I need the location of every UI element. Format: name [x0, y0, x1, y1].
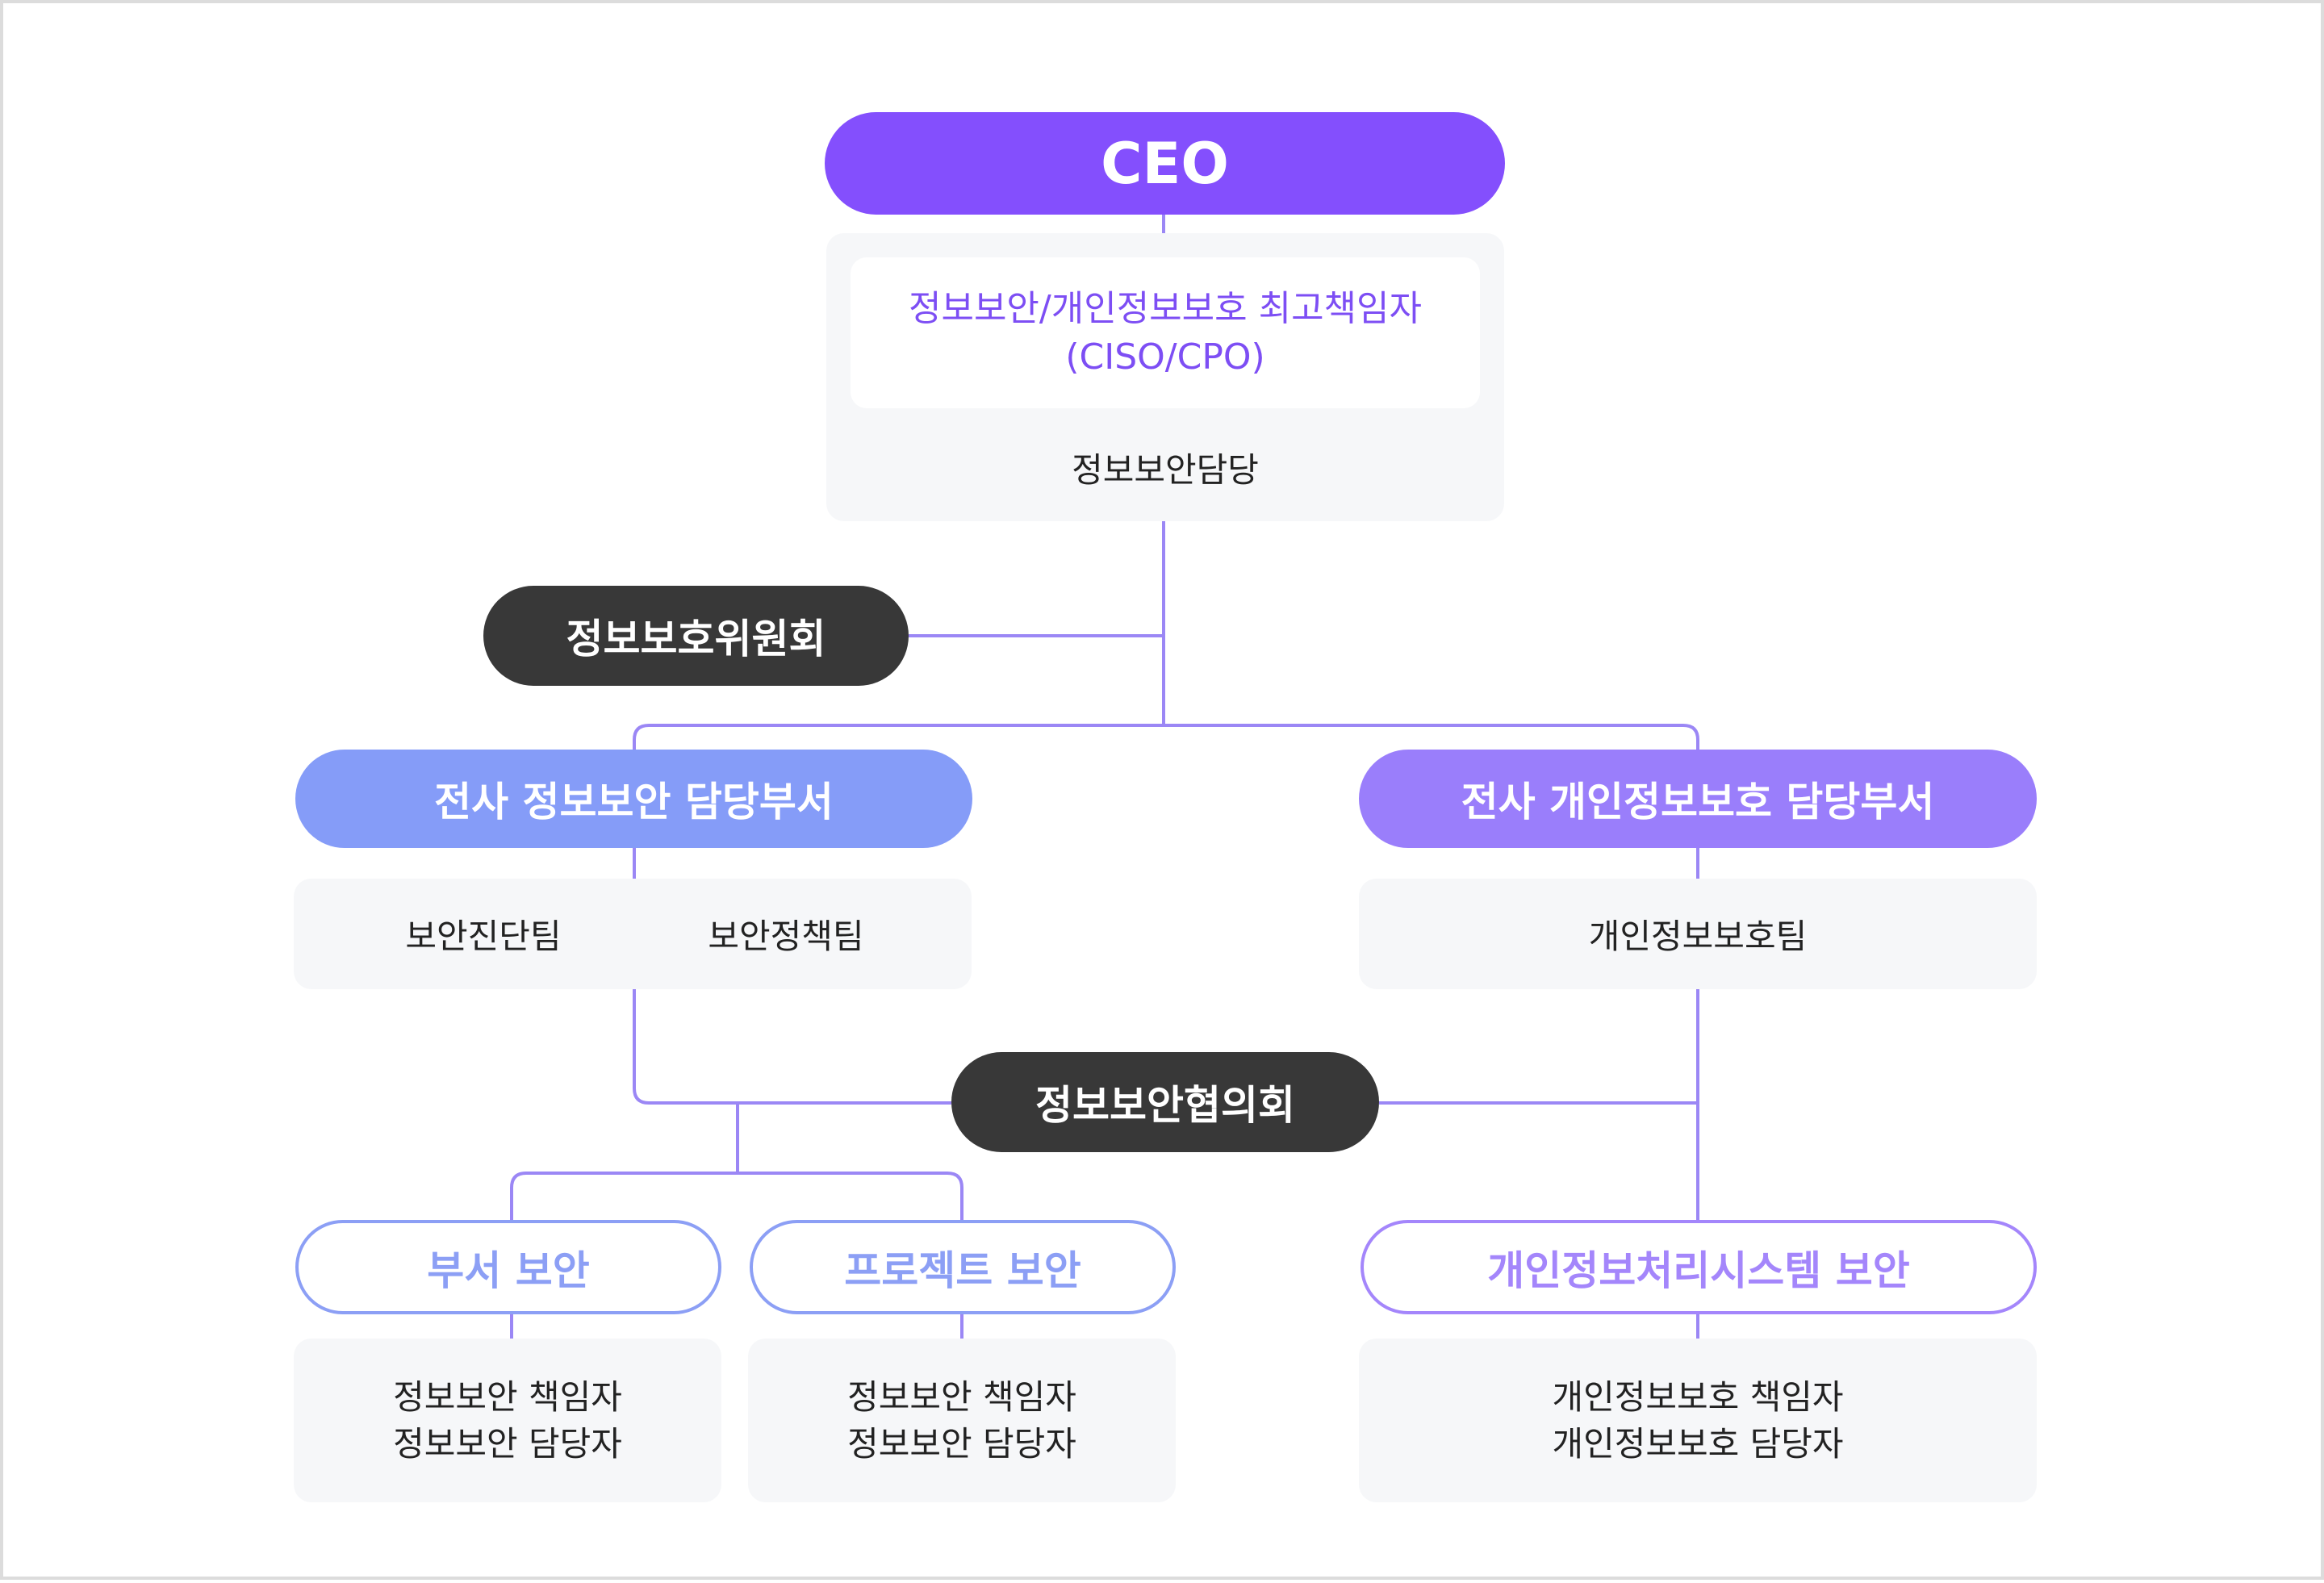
privacy-teams-panel: [1359, 879, 2037, 989]
project-security-role-staff: 정보보안 담당자: [847, 1423, 1076, 1464]
dept-security-role-staff: 정보보안 담당자: [393, 1423, 622, 1464]
system-security-roles: 개인정보보호 책임자 개인정보보호 담당자: [1359, 1339, 2037, 1502]
line-dept-branch: [633, 724, 1699, 750]
committee-label: 정보보호위원회: [566, 616, 826, 662]
team-privacy: 개인정보보호팀: [1588, 916, 1808, 956]
committee-node: 정보보호위원회: [483, 586, 909, 686]
project-security-panel: [748, 1339, 1176, 1502]
council-label: 정보보안협의회: [1035, 1082, 1295, 1129]
security-teams-panel: [294, 879, 972, 989]
line-security-council: [633, 989, 951, 1105]
system-security-label: 개인정보처리시스템 보안: [1487, 1247, 1910, 1294]
dept-security-role-head: 정보보안 책임자: [393, 1376, 622, 1417]
privacy-dept-label: 전사 개인정보보호 담당부서: [1461, 779, 1935, 825]
system-security-node: 개인정보처리시스템 보안: [1361, 1220, 2037, 1314]
connector-lines: [510, 215, 1699, 1339]
line-units-branch: [510, 1172, 963, 1220]
team-security-diagnosis: 보안진단팀: [405, 916, 562, 956]
ciso-title-box: 정보보안/개인정보보호 최고책임자 (CISO/CPO): [851, 257, 1480, 408]
privacy-dept-node: 전사 개인정보보호 담당부서: [1359, 750, 2037, 848]
project-security-role-head: 정보보안 책임자: [847, 1376, 1076, 1417]
security-dept-label: 전사 정보보안 담당부서: [434, 779, 834, 825]
ciso-title-line2: (CISO/CPO): [1065, 336, 1265, 378]
project-security-roles: 정보보안 책임자 정보보안 담당자: [748, 1339, 1176, 1502]
security-dept-node: 전사 정보보안 담당부서: [295, 750, 972, 848]
ceo-label: CEO: [1101, 130, 1229, 197]
system-security-role-head: 개인정보보호 책임자: [1552, 1376, 1844, 1417]
dept-security-label: 부서 보안: [427, 1247, 590, 1294]
ciso-role: 정보보안담당: [1072, 449, 1259, 490]
system-security-role-staff: 개인정보보호 담당자: [1552, 1423, 1844, 1464]
dept-security-node: 부서 보안: [295, 1220, 721, 1314]
system-security-panel: [1359, 1339, 2037, 1502]
project-security-node: 프로젝트 보안: [750, 1220, 1176, 1314]
ceo-node: CEO: [825, 112, 1505, 215]
dept-security-roles: 정보보안 책임자 정보보안 담당자: [294, 1339, 721, 1502]
ciso-title-line1: 정보보안/개인정보보호 최고책임자: [908, 287, 1422, 329]
team-security-policy: 보안정책팀: [708, 916, 864, 956]
council-node: 정보보안협의회: [951, 1052, 1379, 1152]
dept-security-panel: [294, 1339, 721, 1502]
project-security-label: 프로젝트 보안: [844, 1247, 1081, 1294]
